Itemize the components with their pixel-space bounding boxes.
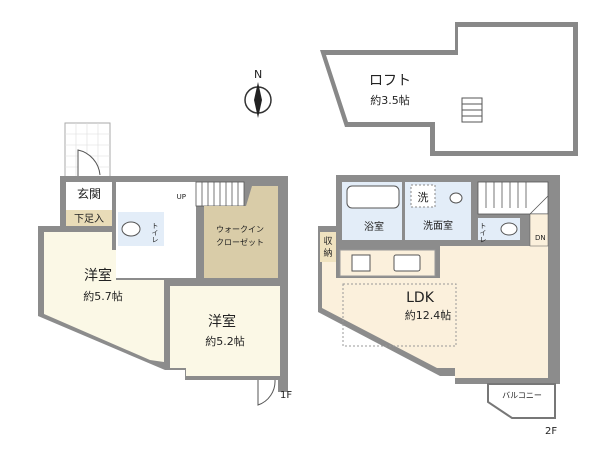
back-door <box>257 379 276 406</box>
room-5-7 <box>44 232 164 362</box>
compass-icon: N <box>244 68 272 118</box>
loft-ladder <box>461 97 483 123</box>
loft-size: 約3.5帖 <box>370 93 410 107</box>
stairs-up-label: UP <box>177 193 186 201</box>
north-label: N <box>254 68 262 81</box>
stove-icon <box>351 254 371 272</box>
closet-label-1: ウォークイン <box>216 225 264 234</box>
loft-name: ロフト <box>369 73 411 89</box>
stairs-down-label: DN <box>535 234 546 242</box>
washer-space <box>410 184 436 208</box>
room-a-size: 約5.7帖 <box>83 289 123 303</box>
ldk-size: 約12.4帖 <box>405 308 452 322</box>
entry-door <box>77 149 101 178</box>
toilet-label: トイレ <box>151 222 159 243</box>
floor-2-label: 2F <box>545 426 557 437</box>
shoe-storage-label: 下足入 <box>74 213 104 225</box>
storage-label-2: 納 <box>323 247 332 259</box>
floor-1-label: 1F <box>280 390 292 401</box>
wash-basin-icon <box>449 192 463 204</box>
bathtub-icon <box>346 185 400 209</box>
washer-label: 洗 <box>418 191 429 204</box>
bathroom-label: 浴室 <box>364 220 384 233</box>
walk-in-closet <box>204 186 278 278</box>
storage-label-1: 収 <box>323 235 332 247</box>
toilet-2f-label: トイレ <box>479 222 487 243</box>
balcony-label: バルコニー <box>502 391 542 400</box>
ldk <box>322 232 548 378</box>
room-b-name: 洋室 <box>208 313 236 330</box>
stairs-2f <box>477 181 549 215</box>
toilet-icon <box>121 221 141 237</box>
room-5-2 <box>170 286 280 376</box>
floor1: 玄関 下足入 UP トイレ ウォークイン クローゼット 洋室 約5.7帖 洋室 … <box>38 122 292 406</box>
balcony <box>487 383 556 419</box>
room-a-name: 洋室 <box>84 267 112 284</box>
entrance-label: 玄関 <box>77 186 101 201</box>
loft: ロフト 約3.5帖 <box>320 22 578 156</box>
ldk-area-outline <box>342 283 457 347</box>
closet-label-2: クローゼット <box>216 237 264 247</box>
floor2: LDK 約12.4帖 収 納 浴室 洗 洗面室 トイレ DN バル <box>318 175 560 437</box>
storage <box>320 232 336 262</box>
washroom-label: 洗面室 <box>423 219 453 232</box>
stairs-1f <box>195 181 245 207</box>
toilet-icon-2f <box>500 222 518 236</box>
ldk-name: LDK <box>406 290 435 306</box>
room-b-size: 約5.2帖 <box>205 334 245 348</box>
shoe-storage <box>66 210 112 226</box>
sink-icon <box>393 254 421 272</box>
